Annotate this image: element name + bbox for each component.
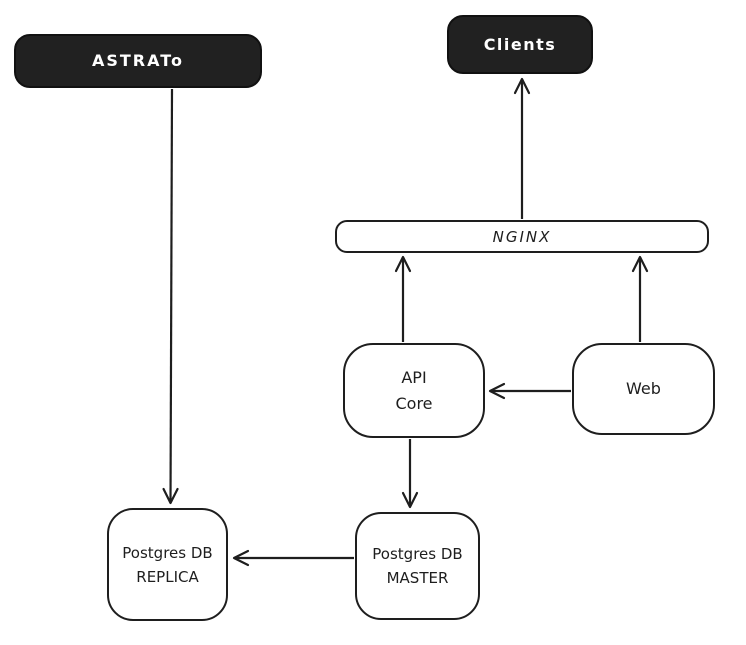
node-api-core: API Core [343, 343, 485, 438]
arrow-astrato-to-pg-replica [162, 88, 179, 505]
node-nginx-label: NGINX [492, 227, 552, 246]
node-clients-label: Clients [483, 34, 557, 54]
node-pg-master-label: Postgres DB MASTER [372, 545, 463, 587]
node-pg-master: Postgres DB MASTER [355, 512, 480, 620]
node-astrato: ASTRATo [14, 34, 262, 88]
node-web: Web [572, 343, 715, 435]
node-nginx: NGINX [335, 220, 709, 253]
node-astrato-label: ASTRATo [91, 51, 185, 71]
node-web-label: Web [626, 379, 661, 399]
node-pg-replica: Postgres DB REPLICA [107, 508, 228, 621]
node-api-core-label: API Core [395, 367, 433, 413]
node-pg-replica-label: Postgres DB REPLICA [122, 543, 213, 586]
node-clients: Clients [447, 15, 593, 74]
